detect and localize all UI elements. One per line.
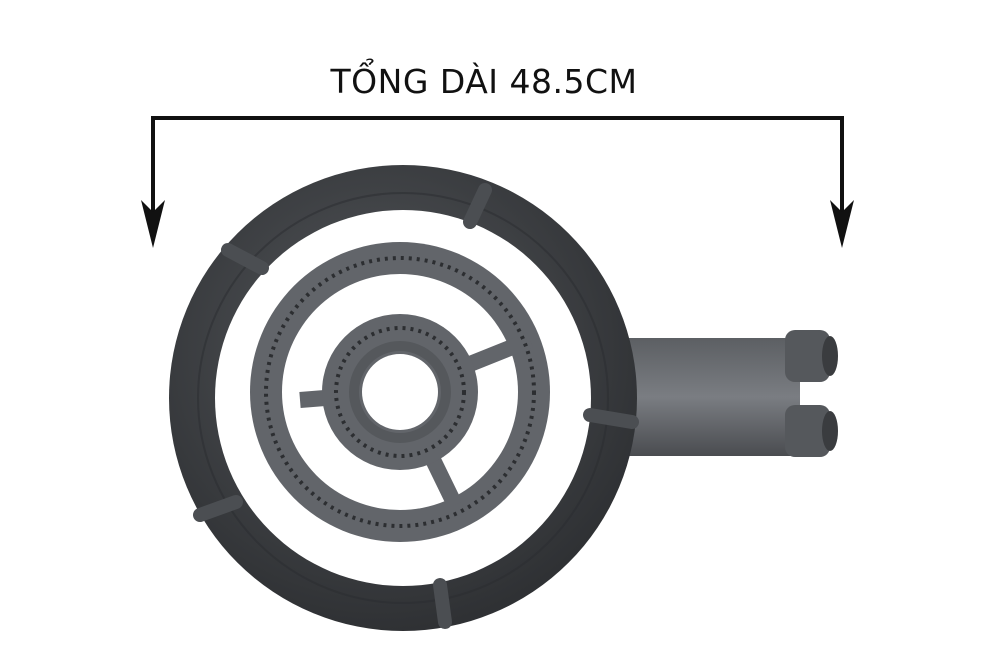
dimension-arrow	[141, 116, 854, 248]
gas-pipe	[600, 330, 838, 457]
burner-head	[250, 242, 550, 542]
total-length-label: TỔNG DÀI 48.5CM	[330, 62, 638, 101]
